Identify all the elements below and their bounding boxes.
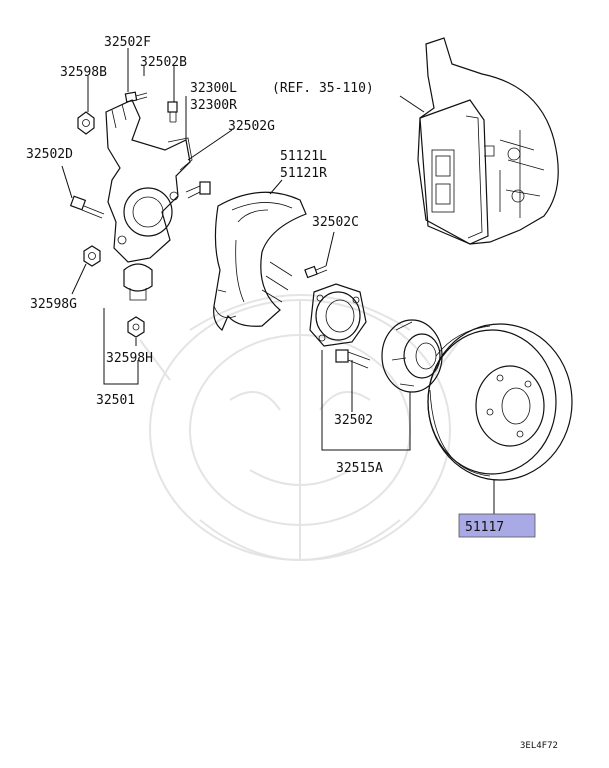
- bolt-32502F: [124, 91, 148, 103]
- label-32598H: 32598H: [106, 351, 153, 366]
- bolt-32502C: [304, 265, 328, 279]
- label-32502G: 32502G: [228, 119, 275, 134]
- label-32515A: 32515A: [336, 461, 383, 476]
- nut-32598G: [83, 245, 101, 267]
- label-32502: 32502: [334, 413, 373, 428]
- label-32501: 32501: [96, 393, 135, 408]
- leader-lines: [61, 48, 495, 514]
- brake-caliper-assembly: [417, 37, 559, 245]
- footer-code: 3EL4F72: [520, 741, 558, 751]
- watermark-emblem: [139, 294, 461, 561]
- brake-disc-51117: [427, 323, 573, 481]
- label-51117[interactable]: 51117: [465, 520, 504, 535]
- wheel-hub-32515A: [381, 319, 443, 393]
- bolt-32502B: [167, 101, 178, 123]
- part-labels: 32502F 32502B 32598B 32300L 32300R 32502…: [26, 35, 558, 751]
- label-51121L: 51121L: [280, 149, 327, 164]
- nut-32598B: [77, 111, 95, 135]
- label-32502B: 32502B: [140, 55, 187, 70]
- dust-shield-51121: [213, 191, 307, 331]
- label-32502D: 32502D: [26, 147, 73, 162]
- steering-knuckle: [105, 99, 193, 263]
- label-32502C: 32502C: [312, 215, 359, 230]
- label-ref-35-110: (REF. 35-110): [272, 81, 374, 96]
- label-32300L: 32300L: [190, 81, 237, 96]
- bolt-32502D: [69, 195, 105, 219]
- label-32598B: 32598B: [60, 65, 107, 80]
- label-32300R: 32300R: [190, 98, 237, 113]
- hub-bolt-32502: [335, 349, 371, 369]
- label-51121R: 51121R: [280, 166, 327, 181]
- label-32502F: 32502F: [104, 35, 151, 50]
- nut-32598H: [127, 316, 145, 338]
- hub-bearing: [309, 283, 367, 347]
- ball-joint-32501: [123, 263, 153, 301]
- bolt-32502G: [185, 181, 211, 199]
- highlight-box-51117: [458, 513, 536, 538]
- label-32598G: 32598G: [30, 297, 77, 312]
